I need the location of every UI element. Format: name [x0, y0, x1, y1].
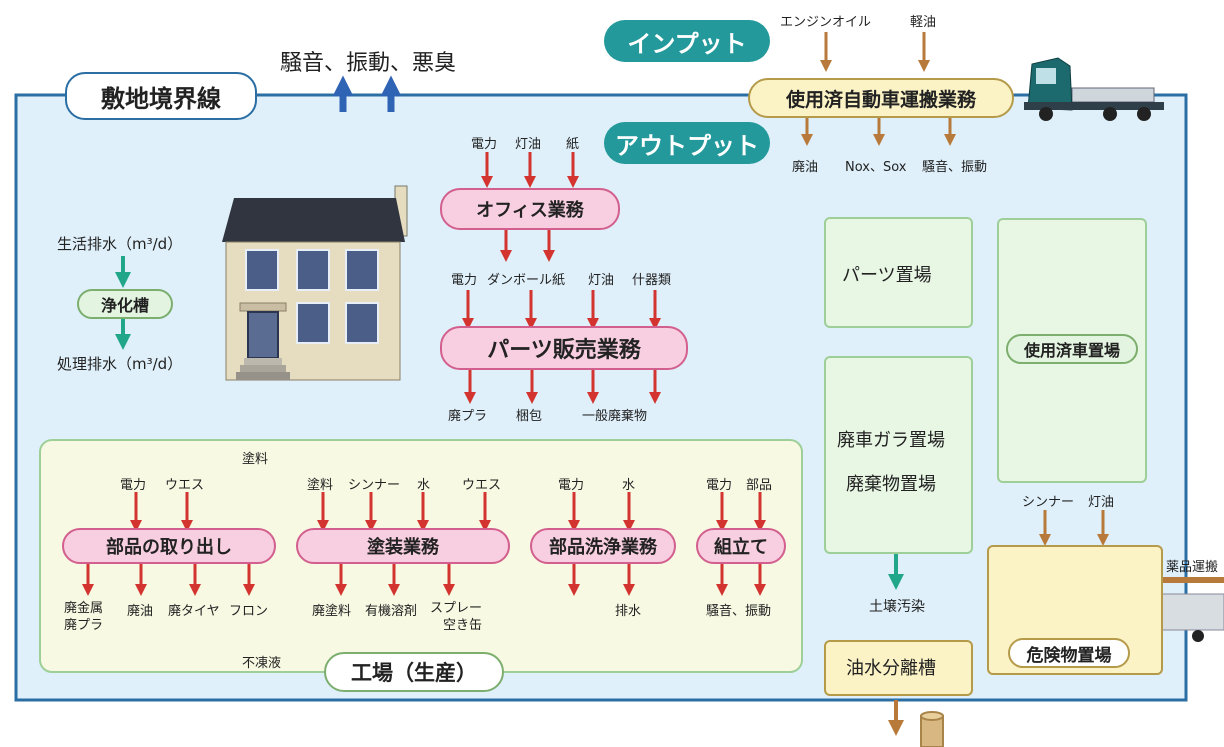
scrap-yard-label-1: 廃車ガラ置場 [837, 430, 945, 451]
sales-output-packaging: 梱包 [516, 409, 543, 424]
parts-yard-box [824, 217, 973, 328]
assembly-input-parts: 部品 [746, 478, 773, 493]
output-label: アウトプット [604, 122, 770, 164]
assembly-input-electricity: 電力 [706, 478, 733, 493]
hazard-input-kerosene: 灯油 [1088, 495, 1115, 510]
oil-separator-box [824, 640, 973, 696]
septic-tank-label: 浄化槽 [77, 289, 173, 319]
removal-output-metal-plastic: 廃金属 廃プラ [64, 601, 104, 633]
painting-operation: 塗装業務 [296, 528, 510, 564]
scrap-yard-label-2: 廃棄物置場 [846, 474, 936, 495]
parts-yard-label: パーツ置場 [842, 265, 932, 286]
scrap-yard-box [824, 356, 973, 554]
transport-operation: 使用済自動車運搬業務 [748, 78, 1014, 118]
sewage-inflow-label: 生活排水（m³/d） [57, 235, 183, 253]
factory-label: 工場（生産） [324, 652, 504, 692]
office-arrows [481, 152, 579, 262]
sales-input-fixtures: 什器類 [632, 273, 672, 288]
emission-arrows [332, 75, 402, 112]
oil-separator-label: 油水分離槽 [846, 658, 936, 679]
transport-input-diesel: 軽油 [910, 15, 937, 30]
assembly-operation: 組立て [696, 528, 786, 564]
removal-operation: 部品の取り出し [62, 528, 276, 564]
removal-output-waste-oil: 廃油 [127, 604, 154, 619]
site-boundary-label: 敷地境界線 [65, 72, 257, 120]
sales-input-kerosene: 灯油 [588, 273, 615, 288]
washing-output-wastewater: 排水 [615, 604, 642, 619]
transport-truck-icon [1024, 57, 1164, 121]
sewage-outflow-label: 処理排水（m³/d） [57, 355, 183, 373]
painting-input-water: 水 [417, 478, 431, 493]
transport-output-nox-sox: Nox、Sox [845, 160, 907, 175]
washing-operation: 部品洗浄業務 [530, 528, 676, 564]
used-car-yard-label: 使用済車置場 [1006, 334, 1138, 364]
sales-input-electricity: 電力 [451, 273, 478, 288]
office-input-electricity: 電力 [471, 137, 498, 152]
painting-input-rags: ウエス [462, 478, 502, 493]
hazard-yard-label: 危険物置場 [1008, 638, 1130, 668]
sales-output-general-waste: 一般廃棄物 [582, 409, 648, 424]
removal-input-electricity: 電力 [120, 478, 147, 493]
factory-arrows [82, 492, 766, 596]
parts-sales-arrows [462, 290, 661, 404]
removal-output-tires: 廃タイヤ [168, 604, 220, 619]
transport-output-waste-oil: 廃油 [792, 160, 819, 175]
parts-sales-operation: パーツ販売業務 [440, 326, 688, 370]
well-pipe [920, 711, 944, 747]
transport-input-engine-oil: エンジンオイル [780, 15, 872, 30]
office-input-kerosene: 灯油 [515, 137, 542, 152]
input-label: インプット [604, 20, 770, 62]
painting-output-solvent: 有機溶剤 [365, 604, 418, 619]
washing-input-water: 水 [622, 478, 636, 493]
sewage-arrows [115, 256, 904, 590]
painting-input-paint: 塗料 [307, 478, 334, 493]
chemical-transport-label: 薬品運搬 [1166, 560, 1219, 575]
painting-output-spray-cans: スプレー 空き缶 [430, 601, 483, 633]
hazard-input-thinner: シンナー [1022, 495, 1075, 510]
soil-contamination-label: 土壌汚染 [869, 599, 925, 615]
removal-output-freon: フロン [229, 604, 269, 619]
factory-top-note: 塗料 [242, 452, 269, 467]
painting-output-waste-paint: 廃塗料 [312, 604, 352, 619]
sales-input-cardboard: ダンボール紙 [487, 273, 566, 288]
factory-bottom-note: 不凍液 [242, 656, 282, 671]
assembly-output-noise: 騒音、振動 [706, 604, 772, 619]
office-operation: オフィス業務 [440, 188, 620, 230]
office-input-paper: 紙 [566, 137, 580, 152]
washing-input-electricity: 電力 [558, 478, 585, 493]
emissions-label: 騒音、振動、悪臭 [280, 51, 457, 76]
building-illustration [222, 185, 408, 381]
removal-input-rags: ウエス [165, 478, 205, 493]
transport-output-noise: 騒音、振動 [922, 160, 988, 175]
painting-input-thinner: シンナー [348, 478, 401, 493]
sales-output-waste-plastic: 廃プラ [448, 409, 488, 424]
